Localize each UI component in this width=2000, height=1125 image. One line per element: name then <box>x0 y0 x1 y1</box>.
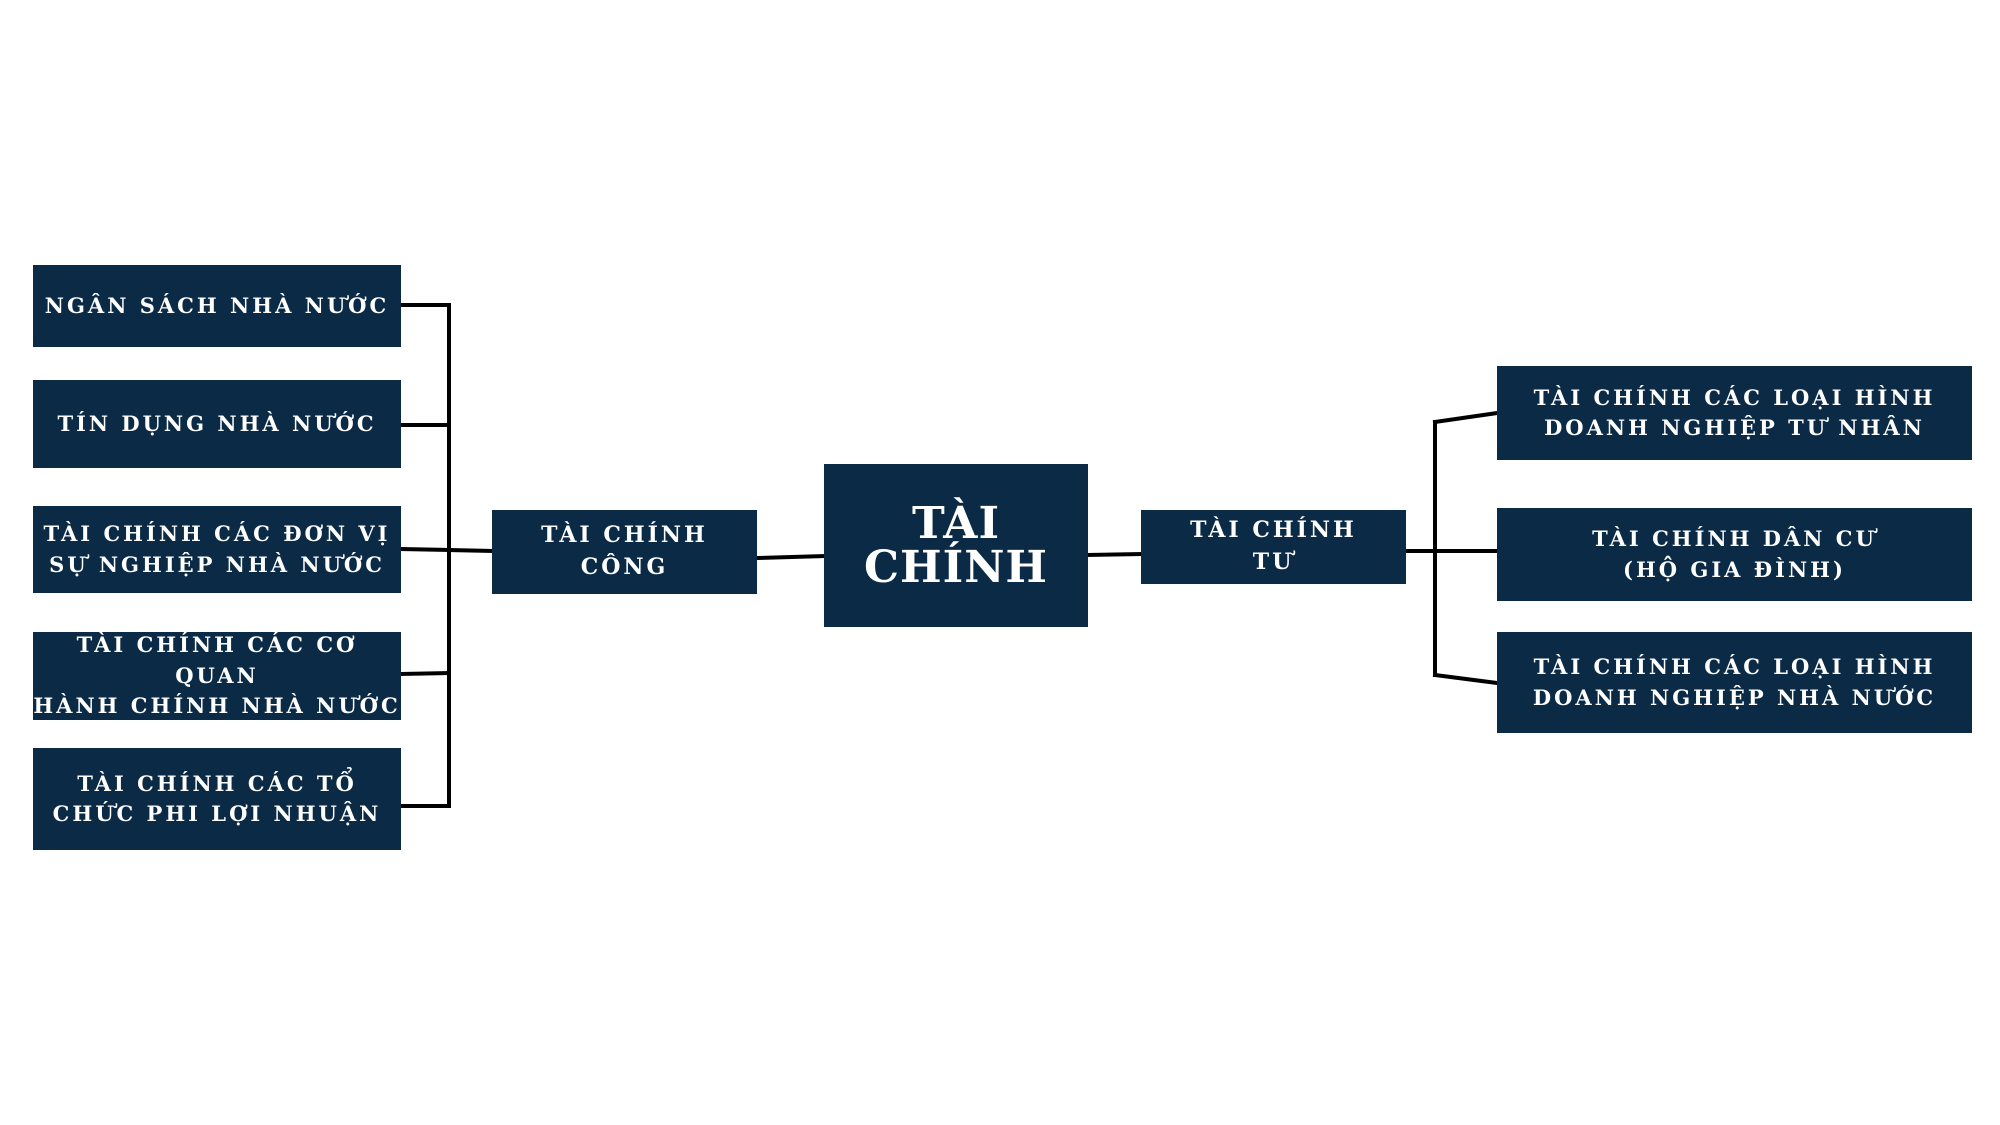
leaf-label: TÀI CHÍNH CÁC ĐƠN VỊ SỰ NGHIỆP NHÀ NƯỚC <box>43 521 391 577</box>
leaf-don-vi-su-nghiep: TÀI CHÍNH CÁC ĐƠN VỊ SỰ NGHIỆP NHÀ NƯỚC <box>33 506 401 593</box>
connector-leaf-dn-nha-nuoc <box>1432 672 1500 686</box>
leaf-ngan-sach-nha-nuoc: NGÂN SÁCH NHÀ NƯỚC <box>33 265 401 347</box>
leaf-label: TÀI CHÍNH CÁC LOẠI HÌNH DOANH NGHIỆP NHÀ… <box>1532 654 1937 710</box>
leaf-label: TÀI CHÍNH DÂN CƯ (HỘ GIA ĐÌNH) <box>1592 526 1877 582</box>
public-finance-label: TÀI CHÍNH CÔNG <box>541 522 708 580</box>
leaf-co-quan-hanh-chinh: TÀI CHÍNH CÁC CƠ QUAN HÀNH CHÍNH NHÀ NƯỚ… <box>33 632 401 720</box>
connector-leaf-dn-tu-nhan <box>1432 410 1500 425</box>
private-finance-node: TÀI CHÍNH TƯ <box>1141 510 1406 584</box>
leaf-dn-tu-nhan: TÀI CHÍNH CÁC LOẠI HÌNH DOANH NGHIỆP TƯ … <box>1497 366 1972 460</box>
connector-spine-to-public <box>446 547 495 554</box>
connector-public-to-root <box>754 553 827 561</box>
connector-root-to-private <box>1084 551 1144 558</box>
leaf-to-chuc-phi-loi-nhuan: TÀI CHÍNH CÁC TỔ CHỨC PHI LỢI NHUẬN <box>33 748 401 850</box>
leaf-dn-nha-nuoc: TÀI CHÍNH CÁC LOẠI HÌNH DOANH NGHIỆP NHÀ… <box>1497 632 1972 733</box>
private-finance-label: TÀI CHÍNH TƯ <box>1190 517 1357 575</box>
root-node-label: TÀI CHÍNH <box>864 497 1048 593</box>
public-finance-node: TÀI CHÍNH CÔNG <box>492 510 757 594</box>
leaf-label: TÍN DỤNG NHÀ NƯỚC <box>57 410 377 436</box>
leaf-label: NGÂN SÁCH NHÀ NƯỚC <box>44 292 390 318</box>
connector-leaf-don-vi-su-nghiep <box>398 546 452 553</box>
root-node: TÀI CHÍNH <box>824 464 1088 627</box>
leaf-dan-cu: TÀI CHÍNH DÂN CƯ (HỘ GIA ĐÌNH) <box>1497 508 1972 601</box>
leaf-label: TÀI CHÍNH CÁC LOẠI HÌNH DOANH NGHIỆP TƯ … <box>1533 384 1936 440</box>
leaf-label: TÀI CHÍNH CÁC TỔ CHỨC PHI LỢI NHUẬN <box>52 770 382 826</box>
leaf-tin-dung-nha-nuoc: TÍN DỤNG NHÀ NƯỚC <box>33 380 401 468</box>
leaf-label: TÀI CHÍNH CÁC CƠ QUAN HÀNH CHÍNH NHÀ NƯỚ… <box>33 632 401 719</box>
connector-leaf-co-quan-hanh-chinh <box>398 670 452 677</box>
